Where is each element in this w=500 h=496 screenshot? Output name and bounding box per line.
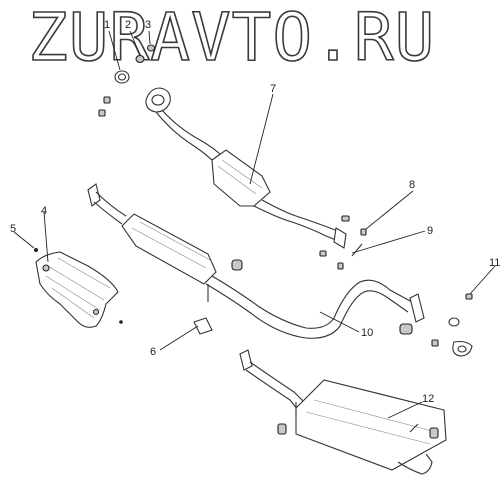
callout-10: 10 xyxy=(361,327,373,339)
callout-12: 12 xyxy=(422,393,434,405)
callout-11: 11 xyxy=(489,257,500,269)
callout-2: 2 xyxy=(125,19,131,31)
part-9-gasket xyxy=(319,243,363,270)
callout-4: 4 xyxy=(41,205,47,217)
callout-7: 7 xyxy=(270,83,276,95)
part-10-intermediate-pipe xyxy=(87,183,425,339)
callout-9: 9 xyxy=(427,225,433,237)
callout-3: 3 xyxy=(145,19,151,31)
callout-labels: 1 2 3 4 5 6 7 8 9 10 11 12 xyxy=(10,19,500,405)
part-7-catalytic-converter-pipe xyxy=(145,87,347,249)
part-2-nut xyxy=(135,54,145,64)
part-11-bolt xyxy=(431,293,473,357)
watermark-text: ZURAVTO.RU xyxy=(28,0,435,76)
callout-6: 6 xyxy=(150,346,156,358)
part-6-rubber-mount xyxy=(193,317,213,335)
part-1-gasket xyxy=(114,70,130,84)
part-12-rear-muffler xyxy=(239,349,447,475)
callout-8: 8 xyxy=(409,179,415,191)
part-5-clip xyxy=(34,248,38,252)
part-5-clip-b xyxy=(119,320,123,324)
studs-group xyxy=(98,96,111,117)
leader-lines xyxy=(13,30,496,419)
callout-5: 5 xyxy=(10,223,16,235)
part-4-heat-shield xyxy=(35,251,119,328)
part-3-nut xyxy=(146,44,156,52)
callout-1: 1 xyxy=(104,19,110,31)
part-8-bolt xyxy=(341,215,367,236)
